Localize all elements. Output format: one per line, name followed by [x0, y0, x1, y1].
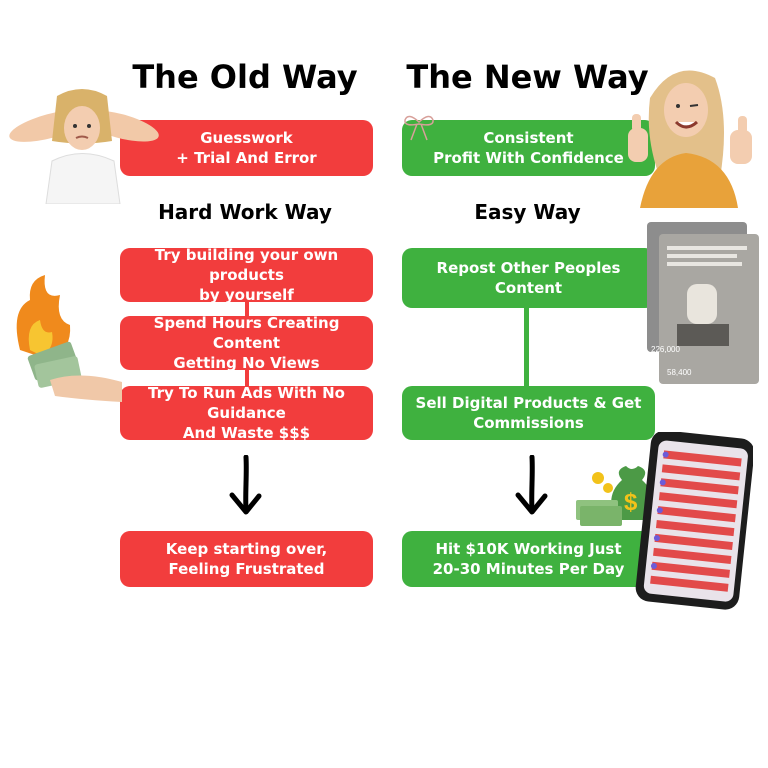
old-way-step-1: Try building your own products by yourse…: [120, 246, 373, 304]
old-way-top-box-text: Guesswork + Trial And Error: [176, 129, 317, 167]
old-way-result-box: Keep starting over, Feeling Frustrated: [120, 531, 373, 587]
burning-money-image: [16, 275, 122, 402]
social-post-image: 226,000 58,400: [647, 222, 759, 384]
old-way-step-2-text: Spend Hours Creating Content Getting No …: [153, 314, 340, 372]
new-way-subtitle: Easy Way: [474, 200, 581, 224]
new-way-down-arrow-icon: [515, 455, 548, 515]
old-way-subtitle: Hard Work Way: [158, 200, 332, 224]
new-way-top-box: Consistent Profit With Confidence: [402, 120, 655, 176]
new-way-title: The New Way: [406, 58, 649, 96]
new-way-step-1: Repost Other Peoples Content: [402, 248, 655, 308]
new-way-connector: [524, 305, 529, 390]
frustrated-woman-image: [9, 89, 159, 204]
bow-icon: [404, 115, 434, 141]
new-way-step-2: Sell Digital Products & Get Commissions: [402, 386, 655, 440]
new-way-result-text: Hit $10K Working Just 20-30 Minutes Per …: [432, 540, 625, 578]
old-way-down-arrow-icon: [229, 455, 262, 515]
old-way-top-box: Guesswork + Trial And Error: [120, 120, 373, 176]
happy-woman-image: [628, 70, 752, 208]
post-views-1: 226,000: [651, 345, 680, 354]
old-way-title: The Old Way: [132, 58, 358, 96]
old-way-step-3: Try To Run Ads With No Guidance And Wast…: [120, 384, 373, 442]
new-way-top-box-text: Consistent Profit With Confidence: [433, 129, 624, 167]
post-views-2: 58,400: [667, 368, 692, 377]
phone-image: [635, 432, 753, 610]
new-way-step-2-text: Sell Digital Products & Get Commissions: [415, 394, 642, 432]
old-way-step-3-text: Try To Run Ads With No Guidance And Wast…: [148, 384, 345, 442]
svg-text:$: $: [624, 489, 638, 516]
new-way-step-1-text: Repost Other Peoples Content: [436, 259, 621, 297]
old-way-result-text: Keep starting over, Feeling Frustrated: [165, 540, 328, 578]
money-bags-image: $: [576, 466, 653, 526]
old-way-step-2: Spend Hours Creating Content Getting No …: [120, 314, 373, 372]
new-way-result-box: Hit $10K Working Just 20-30 Minutes Per …: [402, 531, 655, 587]
old-way-step-1-text: Try building your own products by yourse…: [154, 246, 339, 304]
